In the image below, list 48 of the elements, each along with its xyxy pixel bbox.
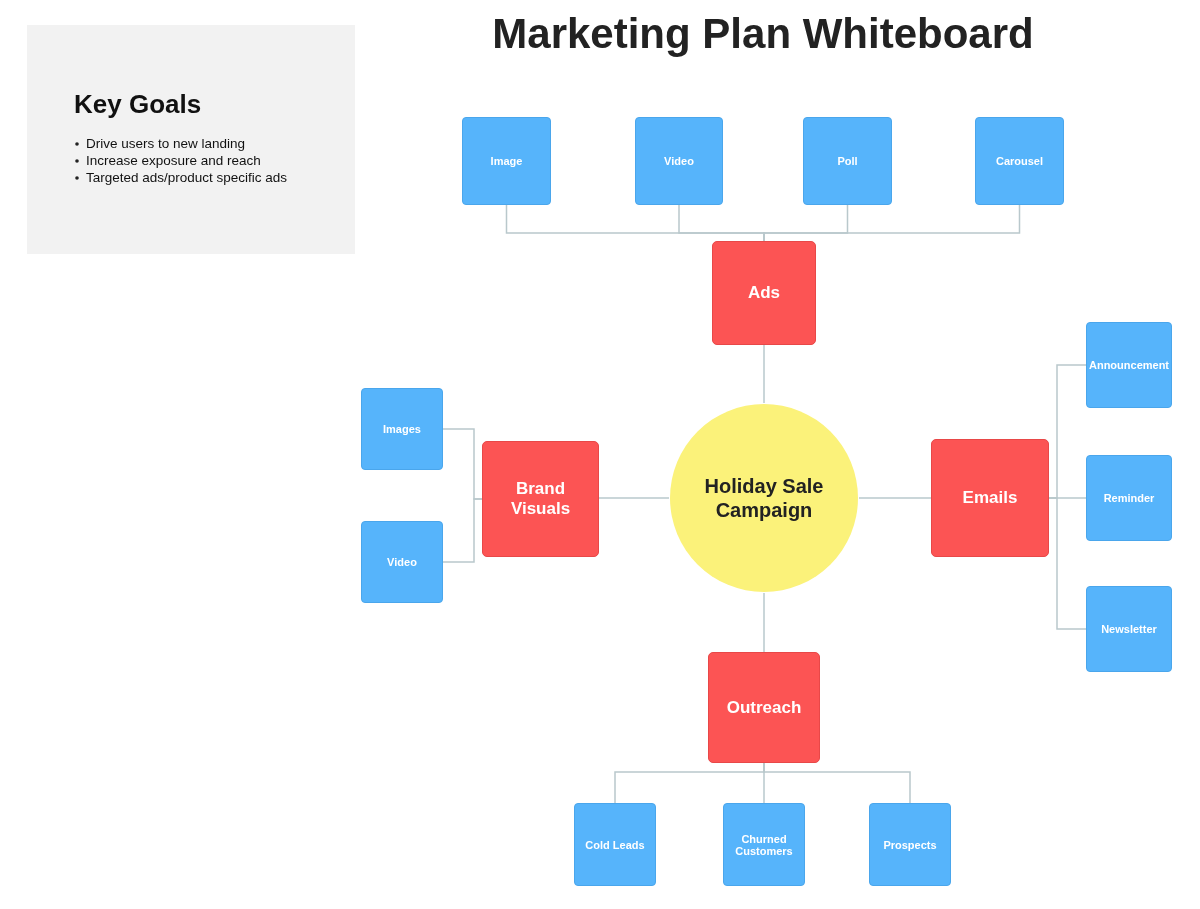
- box-label: Outreach: [725, 697, 803, 718]
- connector-line: [442, 498, 483, 563]
- box-label: Prospects: [882, 838, 938, 851]
- connector-line: [858, 497, 932, 499]
- box-label: Images: [382, 423, 422, 435]
- box-label: Carousel: [994, 155, 1045, 167]
- connector-line: [1048, 497, 1087, 630]
- box-label: Video: [663, 155, 695, 167]
- box-label: Announcement: [1087, 359, 1171, 371]
- topic-box: [975, 117, 1064, 205]
- topic-box: [361, 521, 443, 603]
- box-label: Reminder: [1102, 492, 1156, 504]
- topic-box: [361, 388, 443, 470]
- bullet-point: Targeted ads/product specific ads: [86, 170, 288, 185]
- box-label: Holiday Sale Campaign: [703, 474, 825, 522]
- topic-box: [635, 117, 723, 205]
- category-box: [482, 441, 599, 557]
- box-label: Churned Customers: [734, 832, 794, 857]
- topic-box: [462, 117, 551, 205]
- hub-circle: [669, 403, 859, 593]
- box-label: Newsletter: [1100, 623, 1158, 635]
- topic-box: [574, 803, 656, 886]
- box-label: Poll: [836, 155, 859, 167]
- topic-box: [1086, 586, 1172, 672]
- box-label: Cold Leads: [584, 838, 646, 851]
- topic-box: [869, 803, 951, 886]
- category-box: [708, 652, 820, 763]
- box-label: Ads: [746, 283, 782, 303]
- bullet-point: Drive users to new landing: [86, 136, 246, 151]
- topic-box: [723, 803, 805, 886]
- box-label: Brand Visuals: [509, 479, 572, 519]
- connector-line: [763, 592, 765, 653]
- box-label: Image: [489, 155, 524, 167]
- box-label: Emails: [961, 488, 1019, 508]
- topic-box: [803, 117, 892, 205]
- box-label: Video: [386, 556, 418, 568]
- diagram-title: Marketing Plan Whiteboard: [491, 10, 1035, 58]
- topic-box: [1086, 322, 1172, 408]
- connector-line: [763, 344, 765, 404]
- bullet-point: Increase exposure and reach: [86, 153, 261, 168]
- connector-line: [763, 204, 1021, 242]
- connector-line: [598, 497, 670, 499]
- topic-box: [1086, 455, 1172, 541]
- goals-panel: [27, 25, 355, 254]
- category-box: [931, 439, 1049, 557]
- connector-line: [763, 762, 911, 804]
- category-box: [712, 241, 816, 345]
- panel-heading: Key Goals: [74, 89, 202, 120]
